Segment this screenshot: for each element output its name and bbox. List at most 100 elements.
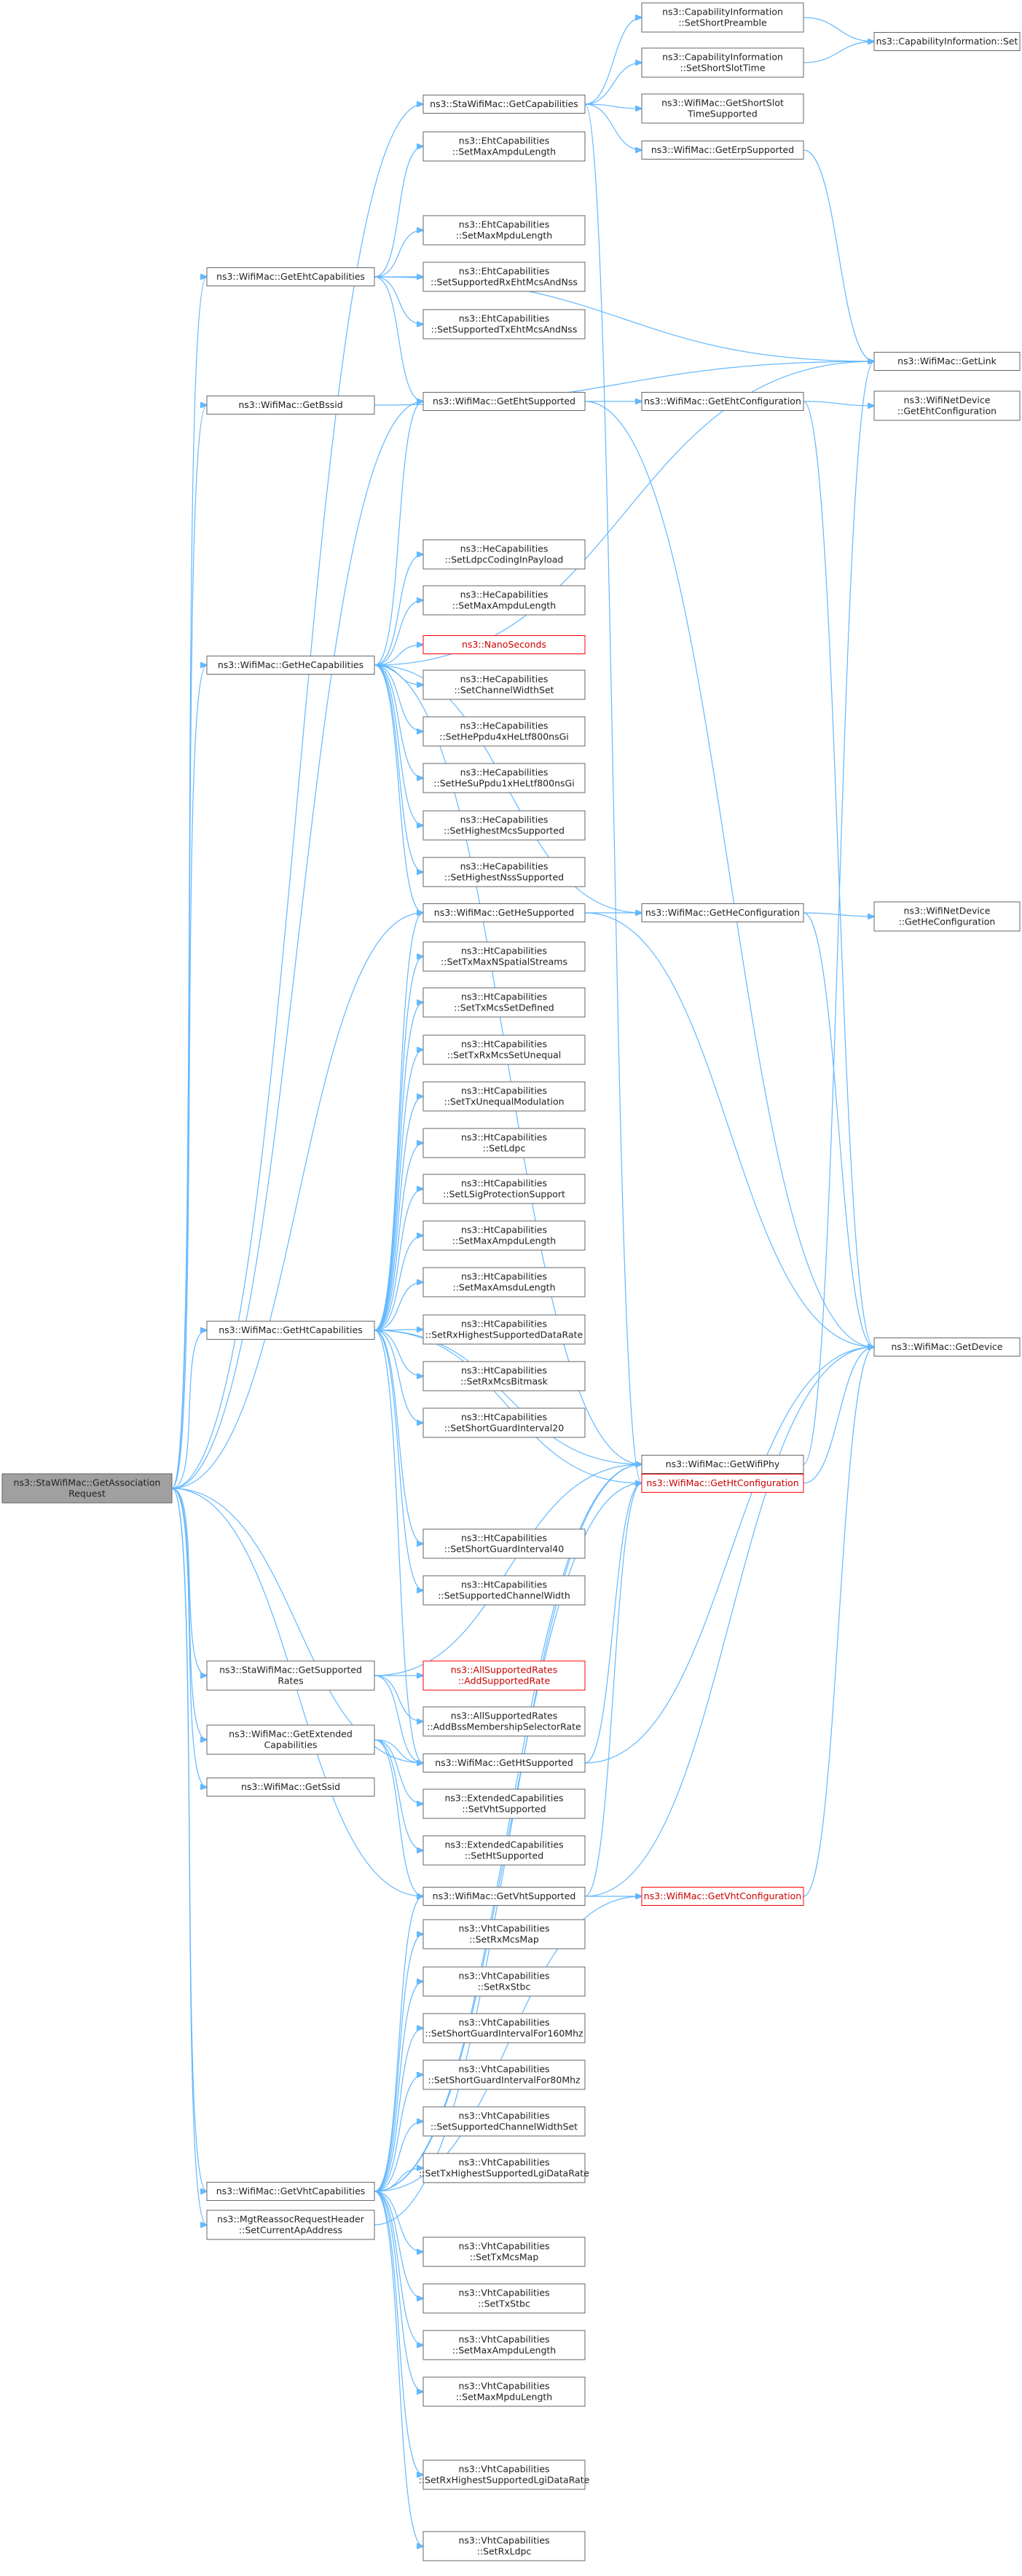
node-heHighNss[interactable]: ns3::HeCapabilities::SetHighestNssSuppor… (422, 857, 586, 887)
node-box (422, 716, 586, 747)
node-wmHeConf[interactable]: ns3::WifiMac::GetHeConfiguration (641, 903, 804, 922)
node-label: ns3::WifiMac::GetBssid (238, 399, 342, 410)
node-box (422, 2153, 586, 2183)
node-heChWidth[interactable]: ns3::HeCapabilities::SetChannelWidthSet (422, 669, 586, 700)
node-asrBss[interactable]: ns3::AllSupportedRates::AddBssMembership… (422, 1706, 586, 1737)
node-vhtRxLdpc[interactable]: ns3::VhtCapabilities::SetRxLdpc (422, 2531, 586, 2561)
node-wmBssid[interactable]: ns3::WifiMac::GetBssid (206, 396, 375, 415)
node-vhtSupChW[interactable]: ns3::VhtCapabilities::SetSupportedChanne… (422, 2106, 586, 2137)
node-ciShortPreamble[interactable]: ns3::CapabilityInformation::SetShortPrea… (641, 2, 804, 33)
edge-wmHtSup-to-wmHtConf (584, 1483, 642, 1764)
node-box (206, 1724, 375, 1755)
node-wmEhtConf[interactable]: ns3::WifiMac::GetEhtConfiguration (641, 392, 804, 411)
node-wmVhtConf[interactable]: ns3::WifiMac::GetVhtConfiguration (641, 1887, 804, 1906)
node-box (206, 267, 375, 286)
node-vhtMaxMpdu[interactable]: ns3::VhtCapabilities::SetMaxMpduLength (422, 2376, 586, 2407)
node-label: ns3::HtCapabilities (461, 1225, 547, 1236)
node-label: ns3::VhtCapabilities (458, 2064, 549, 2075)
node-htTxMaxNss[interactable]: ns3::HtCapabilities::SetTxMaxNSpatialStr… (422, 941, 586, 972)
node-htTxMcsDef[interactable]: ns3::HtCapabilities::SetTxMcsSetDefined (422, 987, 586, 1018)
node-htMaxAmpdu[interactable]: ns3::HtCapabilities::SetMaxAmpduLength (422, 1220, 586, 1251)
node-box (422, 585, 586, 616)
node-label: ns3::EhtCapabilities (459, 313, 549, 324)
edge-wmVhtCap-to-wmVhtSup (374, 1896, 423, 2192)
node-wmEhtSup[interactable]: ns3::WifiMac::GetEhtSupported (422, 392, 586, 411)
node-vhtRxStbc[interactable]: ns3::VhtCapabilities::SetRxStbc (422, 1966, 586, 1997)
edge-wmHtSup-to-wmGetDevice (584, 1347, 874, 1764)
node-htSgi40[interactable]: ns3::HtCapabilities::SetShortGuardInterv… (422, 1528, 586, 1559)
node-box (422, 1407, 586, 1438)
node-wmWifiPhy[interactable]: ns3::WifiMac::GetWifiPhy (641, 1455, 804, 1474)
node-ehtRx[interactable]: ns3::EhtCapabilities::SetSupportedRxEhtM… (422, 262, 586, 292)
node-box (422, 2376, 586, 2407)
node-htSgi20[interactable]: ns3::HtCapabilities::SetShortGuardInterv… (422, 1407, 586, 1438)
node-htRxMcsBit[interactable]: ns3::HtCapabilities::SetRxMcsBitmask (422, 1361, 586, 1391)
node-wmGetDevice[interactable]: ns3::WifiMac::GetDevice (873, 1338, 1021, 1356)
node-heMaxAmpdu[interactable]: ns3::HeCapabilities::SetMaxAmpduLength (422, 585, 586, 616)
node-htLdpc[interactable]: ns3::HtCapabilities::SetLdpc (422, 1128, 586, 1158)
node-asrAdd[interactable]: ns3::AllSupportedRates::AddSupportedRate (422, 1660, 586, 1691)
node-label: ::SetLSigProtectionSupport (443, 1189, 565, 1200)
node-label: ns3::HtCapabilities (461, 991, 547, 1002)
node-wmEhtCap[interactable]: ns3::WifiMac::GetEhtCapabilities (206, 267, 375, 286)
node-ehtMaxAmpdu[interactable]: ns3::EhtCapabilities::SetMaxAmpduLength (422, 131, 586, 162)
node-label: ns3::HtCapabilities (461, 1132, 547, 1143)
node-htRxHigh[interactable]: ns3::HtCapabilities::SetRxHighestSupport… (422, 1314, 586, 1345)
node-wmHtCap[interactable]: ns3::WifiMac::GetHtCapabilities (206, 1321, 375, 1340)
node-mgtReassoc[interactable]: ns3::MgtReassocRequestHeader::SetCurrent… (206, 2210, 375, 2240)
edge-staGetCap-to-ciShortPreamble (584, 17, 642, 105)
node-heHighMcs[interactable]: ns3::HeCapabilities::SetHighestMcsSuppor… (422, 810, 586, 841)
node-htTxRxUneq[interactable]: ns3::HtCapabilities::SetTxRxMcsSetUnequa… (422, 1034, 586, 1065)
node-vhtRxHigh[interactable]: ns3::VhtCapabilities::SetRxHighestSuppor… (419, 2459, 590, 2490)
node-htSupChW[interactable]: ns3::HtCapabilities::SetSupportedChannel… (422, 1575, 586, 1606)
node-label: ns3::VhtCapabilities (458, 2535, 549, 2546)
node-heSuPpdu1x[interactable]: ns3::HeCapabilities::SetHeSuPpdu1xHeLtf8… (422, 763, 586, 793)
node-ndEhtConf[interactable]: ns3::WifiNetDevice::GetEhtConfiguration (873, 390, 1021, 421)
node-wmHeSup[interactable]: ns3::WifiMac::GetHeSupported (422, 903, 586, 922)
node-htLsig[interactable]: ns3::HtCapabilities::SetLSigProtectionSu… (422, 1174, 586, 1204)
node-vhtTxHigh[interactable]: ns3::VhtCapabilities::SetTxHighestSuppor… (419, 2153, 589, 2183)
node-ehtTx[interactable]: ns3::EhtCapabilities::SetSupportedTxEhtM… (422, 309, 586, 339)
node-hePpdu4x[interactable]: ns3::HeCapabilities::SetHePpdu4xHeLtf800… (422, 716, 586, 747)
node-ciSet[interactable]: ns3::CapabilityInformation::Set (873, 32, 1021, 51)
node-wmVhtSup[interactable]: ns3::WifiMac::GetVhtSupported (422, 1887, 586, 1906)
node-label: ::SetRxMcsBitmask (460, 1376, 549, 1387)
node-vhtTxStbc[interactable]: ns3::VhtCapabilities::SetTxStbc (422, 2283, 586, 2314)
node-label: ns3::WifiMac::GetHeConfiguration (645, 907, 800, 918)
node-ecVht[interactable]: ns3::ExtendedCapabilities::SetVhtSupport… (422, 1788, 586, 1819)
node-box (206, 2182, 375, 2201)
node-heLdpc[interactable]: ns3::HeCapabilities::SetLdpcCodingInPayl… (422, 539, 586, 570)
node-box (1, 1473, 173, 1504)
node-vhtRxMcs[interactable]: ns3::VhtCapabilities::SetRxMcsMap (422, 1919, 586, 1949)
node-nano[interactable]: ns3::NanoSeconds (422, 635, 586, 654)
node-vhtSgi160[interactable]: ns3::VhtCapabilities::SetShortGuardInter… (422, 2013, 586, 2043)
node-label: ns3::HeCapabilities (460, 589, 549, 600)
node-vhtMaxAmpdu[interactable]: ns3::VhtCapabilities::SetMaxAmpduLength (422, 2330, 586, 2360)
node-box (641, 1455, 804, 1474)
node-box (641, 1887, 804, 1906)
node-box (206, 396, 375, 415)
node-wmGetLink[interactable]: ns3::WifiMac::GetLink (873, 352, 1021, 371)
node-ecHt[interactable]: ns3::ExtendedCapabilities::SetHtSupporte… (422, 1835, 586, 1866)
node-wmHtConf[interactable]: ns3::WifiMac::GetHtConfiguration (641, 1474, 804, 1493)
node-staGetCap[interactable]: ns3::StaWifiMac::GetCapabilities (422, 95, 586, 114)
node-vhtTxMcs[interactable]: ns3::VhtCapabilities::SetTxMcsMap (422, 2237, 586, 2267)
node-wmSsid[interactable]: ns3::WifiMac::GetSsid (206, 1778, 375, 1796)
node-box (422, 1660, 586, 1691)
node-ndHeConf[interactable]: ns3::WifiNetDevice::GetHeConfiguration (873, 901, 1021, 932)
node-label: ns3::WifiMac::GetErpSupported (651, 144, 794, 155)
node-ciShortSlot[interactable]: ns3::CapabilityInformation::SetShortSlot… (641, 47, 804, 78)
node-ehtMaxMpdu[interactable]: ns3::EhtCapabilities::SetMaxMpduLength (422, 215, 586, 246)
node-wmHtSup[interactable]: ns3::WifiMac::GetHtSupported (422, 1754, 586, 1772)
node-vhtSgi80[interactable]: ns3::VhtCapabilities::SetShortGuardInter… (422, 2059, 586, 2090)
node-wmErp[interactable]: ns3::WifiMac::GetErpSupported (641, 141, 804, 160)
node-htTxUneqMod[interactable]: ns3::HtCapabilities::SetTxUnequalModulat… (422, 1081, 586, 1112)
node-htMaxAmsdu[interactable]: ns3::HtCapabilities::SetMaxAmsduLength (422, 1267, 586, 1297)
edge-wmVhtSup-to-wmGetDevice (584, 1347, 874, 1897)
node-wmHeCap[interactable]: ns3::WifiMac::GetHeCapabilities (206, 656, 375, 675)
node-wmVhtCap[interactable]: ns3::WifiMac::GetVhtCapabilities (206, 2182, 375, 2201)
